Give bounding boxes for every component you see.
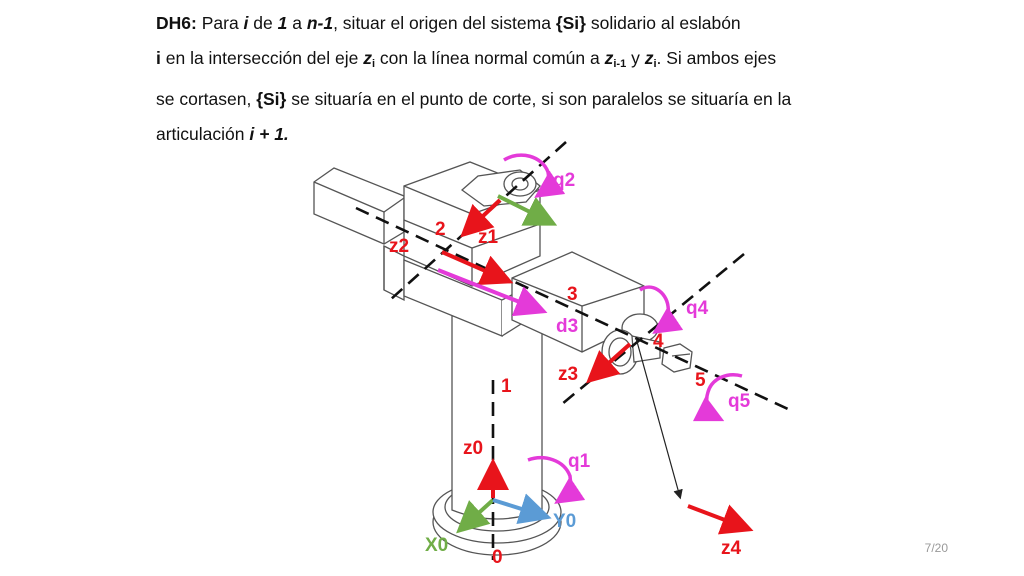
rotation-arcs <box>503 153 743 504</box>
label-3: 3 <box>567 284 578 305</box>
para-line-1: DH6: Para i de 1 a n-1, situar el origen… <box>156 13 741 33</box>
para-line-4: articulación i + 1. <box>156 124 289 144</box>
red-arrows <box>441 198 754 535</box>
arc-q2 <box>503 153 566 198</box>
label-z1: z1 <box>478 227 499 248</box>
arc-q5 <box>692 373 743 422</box>
label-2: 2 <box>435 219 446 240</box>
prismatic-arm <box>511 251 645 353</box>
arrow-z4 <box>687 504 754 535</box>
arc-q4 <box>639 285 684 334</box>
label-q2: q2 <box>553 170 576 191</box>
label-4: 4 <box>653 331 664 352</box>
label-5: 5 <box>695 370 706 391</box>
label-x0: X0 <box>425 535 449 556</box>
label-0: 0 <box>492 547 503 568</box>
label-q1: q1 <box>568 451 591 472</box>
label-q4: q4 <box>686 298 709 319</box>
arc-q1 <box>527 455 586 504</box>
page-number: 7/20 <box>924 541 948 555</box>
label-z2: z2 <box>389 236 410 257</box>
z4-pointer-line <box>635 337 683 500</box>
axis-z2-dashed <box>355 206 791 412</box>
label-d3: d3 <box>556 316 579 337</box>
label-1: 1 <box>501 376 512 397</box>
label-y0: Y0 <box>553 511 577 532</box>
para-line-2: i en la intersección del eje zi con la l… <box>156 48 777 70</box>
arrow-z1 <box>460 198 502 238</box>
label-z0: z0 <box>463 438 484 459</box>
arrow-x0 <box>456 498 495 534</box>
arrow-z3 <box>586 342 632 384</box>
robot-column <box>451 307 543 520</box>
arrow-y0 <box>492 493 552 525</box>
arrow-green-top <box>497 194 558 226</box>
dh6-title: DH6: <box>156 13 197 33</box>
label-q5: q5 <box>728 391 751 412</box>
label-z4: z4 <box>721 538 742 559</box>
label-z3: z3 <box>558 364 579 385</box>
arrow-d3 <box>437 268 548 317</box>
arrow-z2 <box>441 250 514 286</box>
dh6-paragraph: DH6: Para i de 1 a n-1, situar el origen… <box>156 6 856 152</box>
para-line-3: se cortasen, {Si} se situaría en el punt… <box>156 89 792 109</box>
